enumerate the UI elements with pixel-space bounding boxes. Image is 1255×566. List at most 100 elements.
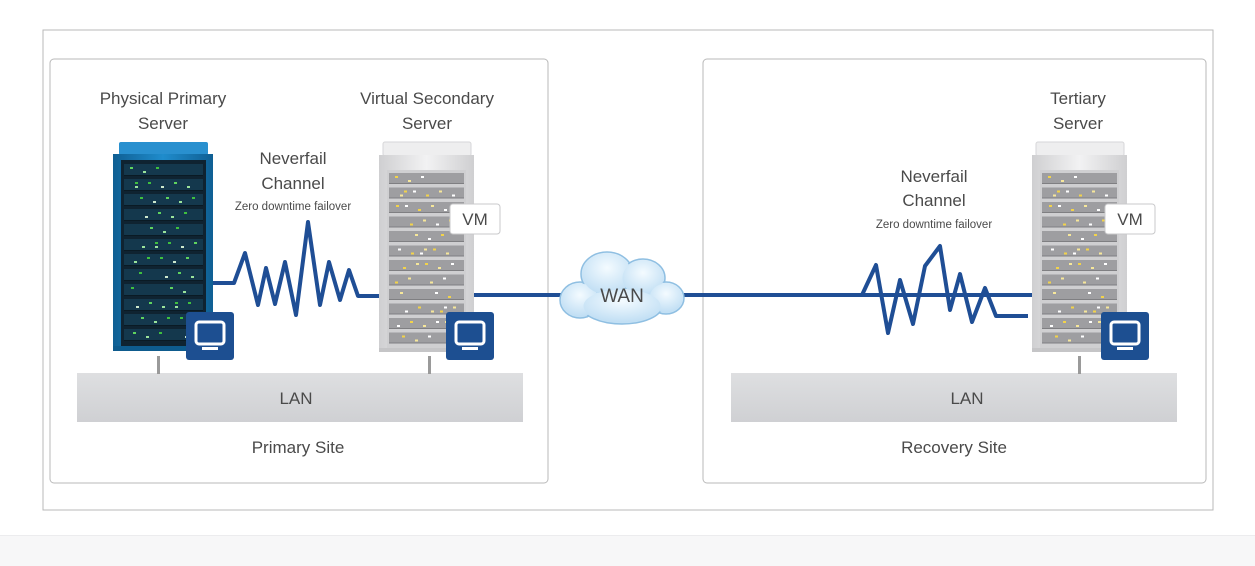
virtual-rack-led	[400, 194, 403, 197]
physical-rack-led	[140, 197, 143, 199]
physical-rack-slot-divider	[124, 325, 203, 326]
physical-rack-led	[176, 227, 179, 229]
physical-rack-led	[161, 186, 164, 188]
physical-rack-slot-divider	[124, 175, 203, 176]
svg-text:VM: VM	[1117, 210, 1143, 229]
virtual-rack-slot-divider	[389, 212, 464, 213]
virtual-rack-slot	[389, 260, 464, 271]
tertiary-rack-led	[1058, 310, 1061, 313]
physical-rack-slot-divider	[124, 190, 203, 191]
tertiary-rack-slot-divider	[1042, 183, 1117, 184]
physical-rack-led	[149, 302, 152, 304]
virtual-rack-led	[430, 281, 433, 284]
recovery-channel-title-line1: Neverfail	[900, 167, 967, 186]
virtual-rack-led	[452, 194, 455, 197]
physical-rack-slot-divider	[124, 250, 203, 251]
physical-rack-led	[194, 242, 197, 244]
virtual-rack-led	[453, 306, 456, 309]
virtual-rack-slot	[389, 202, 464, 213]
recovery-channel-line	[860, 244, 1040, 335]
tertiary-rack-led	[1050, 325, 1053, 327]
virtual-rack-led	[420, 252, 423, 255]
tertiary-rack-led	[1049, 205, 1052, 207]
tertiary-rack-led	[1101, 296, 1104, 298]
physical-rack-led	[168, 242, 171, 244]
tertiary-rack-led	[1081, 238, 1084, 240]
tertiary-rack-led	[1053, 194, 1056, 197]
virtual-rack-slot	[389, 231, 464, 242]
virtual-rack-slot-divider	[389, 226, 464, 228]
tertiary-vm-badge: VM	[1104, 203, 1156, 235]
virtual-rack-led	[446, 252, 449, 255]
physical-rack-slot	[124, 239, 203, 251]
tertiary-rack-led	[1097, 306, 1100, 309]
tertiary-rack-slot	[1042, 173, 1117, 184]
virtual-rack-led	[441, 234, 444, 236]
virtual-server-title-line2: Server	[402, 114, 452, 133]
physical-rack-led	[188, 302, 191, 304]
physical-rack-led	[133, 332, 136, 334]
tertiary-monitor-icon	[1101, 312, 1149, 360]
recovery-site-label: Recovery Site	[901, 438, 1007, 457]
virtual-rack-led	[439, 190, 442, 193]
primary-lan: LAN	[77, 373, 523, 422]
tertiary-rack-led	[1102, 219, 1105, 222]
physical-rack-led	[174, 182, 177, 184]
physical-rack-slot-divider	[124, 310, 203, 311]
tertiary-rack-slot-divider	[1042, 197, 1117, 199]
tertiary-server-title-line2: Server	[1053, 114, 1103, 133]
virtual-rack-led	[428, 238, 431, 240]
tertiary-rack-led	[1099, 252, 1102, 255]
virtual-rack-led	[444, 209, 447, 211]
virtual-rack-led	[395, 281, 398, 284]
recovery-channel-title-line2: Channel	[902, 191, 965, 210]
tertiary-rack-led	[1089, 223, 1092, 226]
physical-rack-slot	[124, 179, 203, 191]
virtual-rack-slot-divider	[389, 183, 464, 184]
physical-rack-slot	[124, 329, 203, 341]
tertiary-rack-slot-divider	[1042, 226, 1117, 228]
virtual-rack-led	[418, 306, 421, 309]
virtual-rack-slot	[389, 303, 464, 315]
physical-rack-led	[173, 261, 176, 263]
physical-rack-led	[131, 287, 134, 289]
physical-primary-server	[113, 142, 213, 351]
tertiary-rack-slot-divider	[1042, 241, 1117, 242]
tertiary-rack-led	[1048, 176, 1051, 178]
physical-server-title-line1: Physical Primary	[100, 89, 227, 108]
physical-rack-led	[155, 242, 158, 244]
virtual-rack-led	[404, 190, 407, 193]
virtual-rack-led	[405, 310, 408, 313]
virtual-rack-slot-divider	[389, 284, 464, 286]
virtual-vm-badge: VM	[449, 203, 501, 235]
virtual-rack-slot	[389, 318, 464, 329]
virtual-rack-led	[443, 277, 446, 280]
virtual-rack-led	[431, 205, 434, 207]
physical-rack-led	[160, 257, 163, 259]
virtual-rack-led	[436, 321, 439, 323]
tertiary-rack-led	[1048, 281, 1051, 284]
virtual-rack-slot	[389, 274, 464, 286]
physical-rack-slot	[124, 209, 203, 221]
tertiary-server-title-line1: Tertiary	[1050, 89, 1106, 108]
tertiary-rack-slot-divider	[1042, 328, 1117, 329]
physical-monitor-icon	[186, 312, 234, 360]
virtual-rack-slot	[389, 289, 464, 300]
tertiary-rack-led	[1097, 209, 1100, 211]
virtual-rack-led	[433, 248, 436, 251]
wan-cloud-icon: WAN	[559, 251, 685, 325]
physical-rack-led	[141, 317, 144, 319]
tertiary-rack-led	[1084, 310, 1087, 313]
tertiary-rack-slot	[1042, 216, 1117, 228]
virtual-rack-led	[416, 263, 419, 265]
physical-rack-led	[159, 332, 162, 334]
recovery-lan-label: LAN	[950, 389, 983, 408]
physical-rack-slot	[124, 299, 203, 311]
physical-rack-led	[180, 317, 183, 319]
physical-rack-led	[175, 302, 178, 304]
physical-rack-led	[165, 276, 168, 278]
virtual-rack-led	[421, 176, 424, 178]
virtual-rack-led	[411, 252, 414, 255]
primary-channel-title-line1: Neverfail	[259, 149, 326, 168]
virtual-rack-slot	[389, 216, 464, 228]
